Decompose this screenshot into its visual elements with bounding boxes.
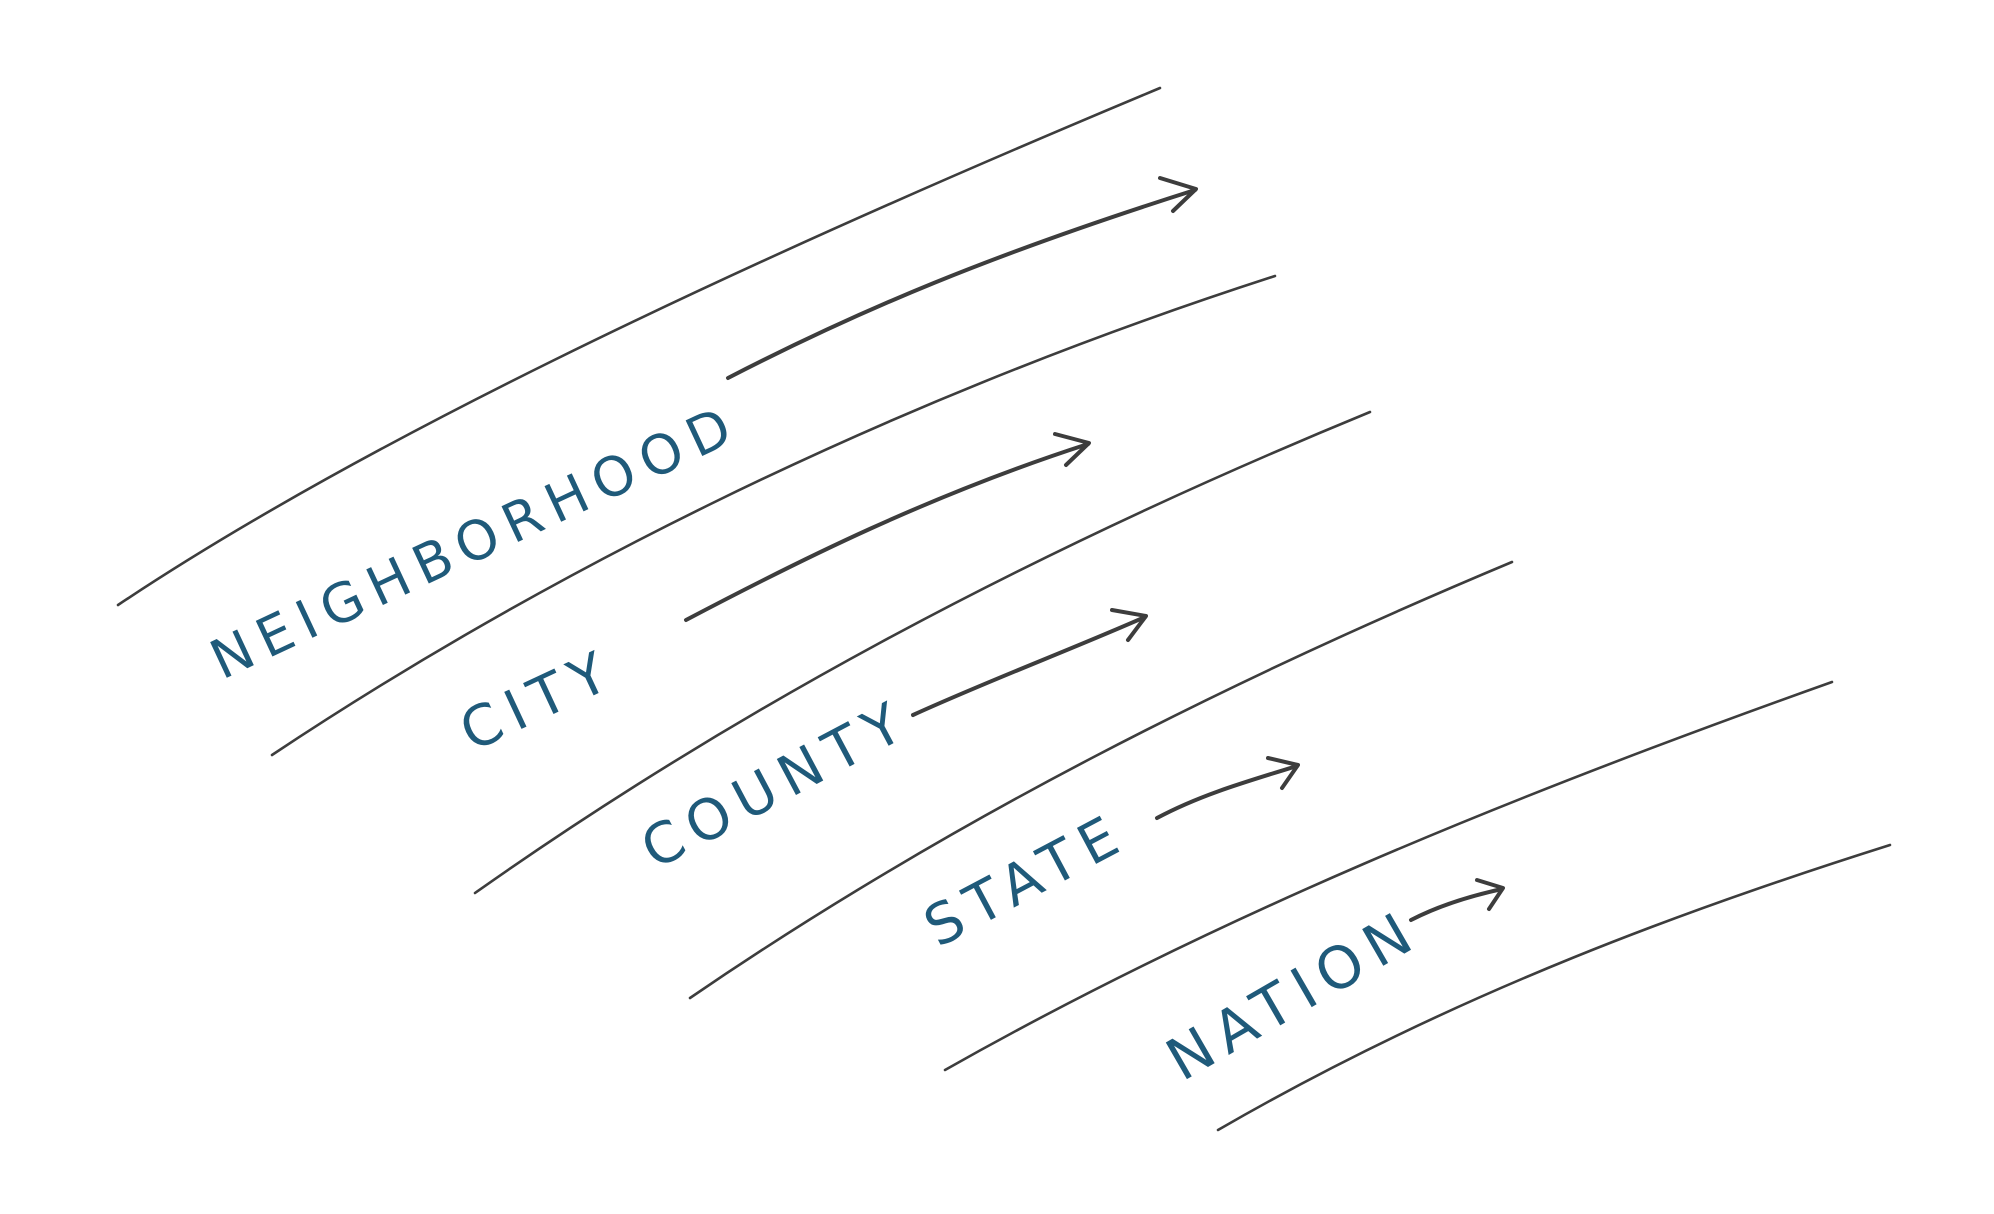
lane-line-2 (270, 274, 1277, 757)
lane-line-4 (688, 560, 1514, 1000)
lane-line-3 (473, 410, 1372, 895)
arrow-right-icon (1155, 756, 1300, 820)
lane-line-1 (116, 86, 1162, 607)
arrow-right-icon (684, 432, 1091, 622)
lane-line-6 (1216, 843, 1892, 1132)
lane-line-5 (943, 680, 1834, 1072)
level-label-nation: NATION (1155, 895, 1432, 1094)
level-label-state: STATE (914, 800, 1138, 960)
arrow-right-icon (1409, 878, 1505, 922)
level-label-city: CITY (450, 636, 626, 764)
arrow-right-icon (911, 608, 1148, 717)
level-label-neighborhood: NEIGHBORHOOD (201, 391, 750, 692)
level-label-county: COUNTY (631, 687, 922, 883)
arrow-right-icon (726, 176, 1198, 380)
